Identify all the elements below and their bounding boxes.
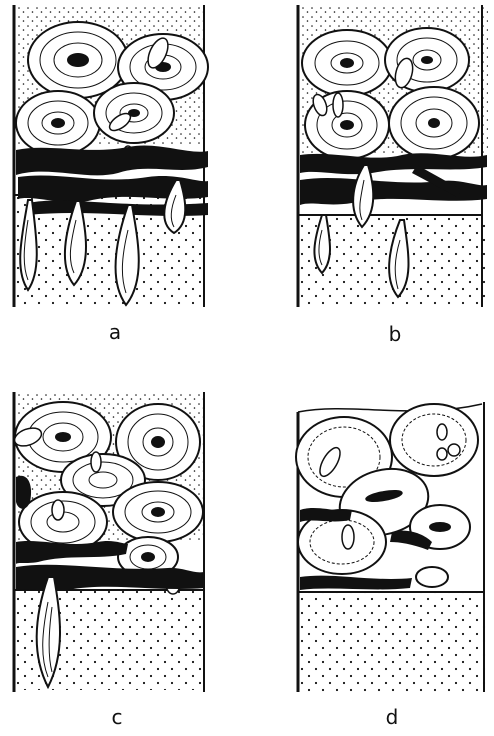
panel-c-drawing [8, 392, 218, 697]
panel-a-drawing [8, 5, 218, 310]
dark-hyphae-layer [300, 153, 487, 205]
panel-d-drawing [292, 392, 492, 697]
panel-a [8, 5, 218, 310]
label-b: b [375, 322, 415, 346]
panel-d [292, 392, 492, 697]
label-d: d [372, 705, 412, 729]
panel-c [8, 392, 218, 697]
panel-b [292, 5, 492, 310]
panel-b-drawing [292, 5, 492, 310]
label-a: a [95, 320, 135, 344]
cell-cluster [296, 404, 478, 587]
label-c: c [97, 705, 137, 729]
dotted-substrate [298, 592, 488, 692]
